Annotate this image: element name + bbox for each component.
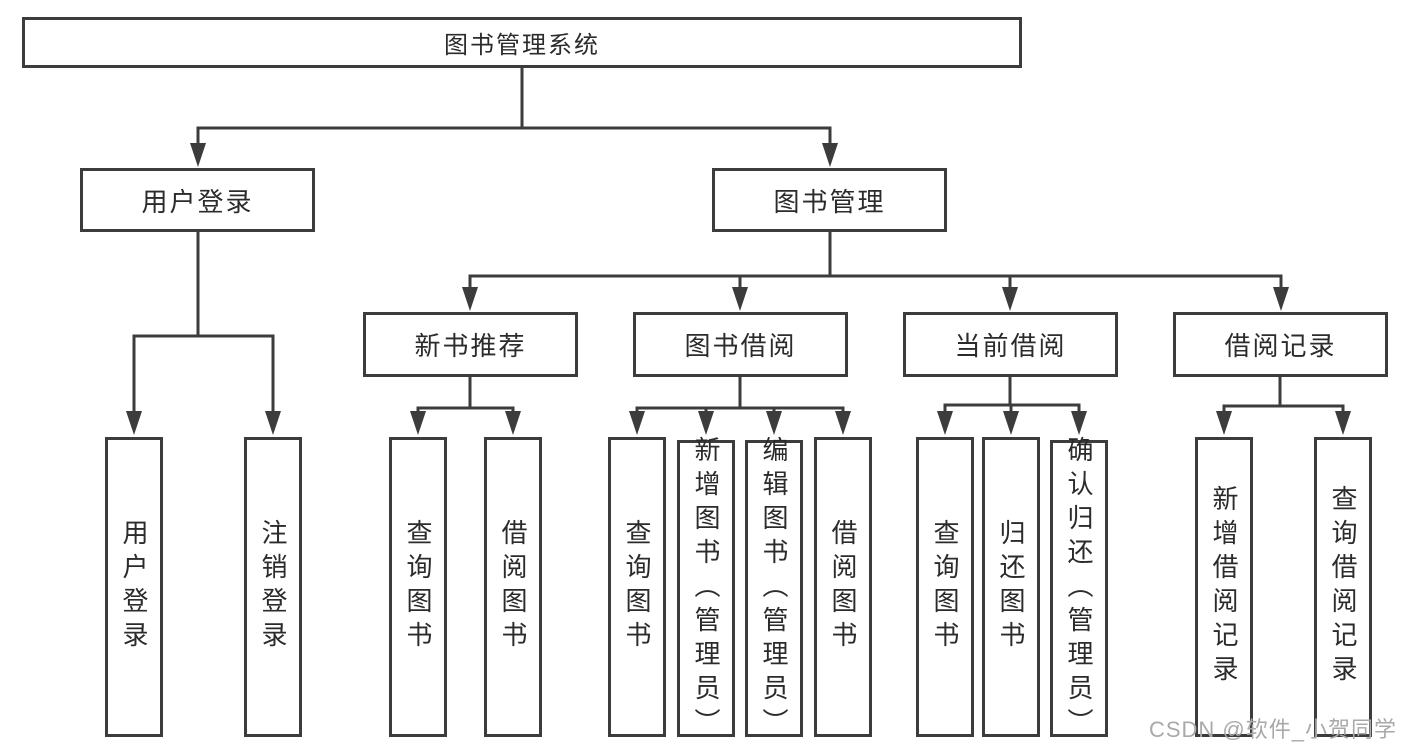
node-label: 图书借阅 (684, 331, 797, 361)
node-label: 借阅图书 (828, 519, 858, 655)
node-label: 新书推荐 (414, 331, 527, 361)
node-label: 归还图书 (996, 519, 1026, 655)
leaf-query-books: 查询图书 (389, 437, 447, 737)
leaf-borrow-books: 借阅图书 (814, 437, 872, 737)
node-label: 用户登录 (141, 186, 254, 217)
leaf-return-books: 归还图书 (982, 437, 1040, 737)
csdn-watermark: CSDN @软件_小贺同学 (1148, 717, 1397, 742)
leaf-query-books: 查询图书 (916, 437, 974, 737)
node-library-management-system: 图书管理系统 (22, 17, 1022, 68)
node-label: 图书管理系统 (444, 32, 600, 59)
leaf-edit-book-admin: 编辑图书（管理员） (745, 436, 803, 742)
node-book-borrowing: 图书借阅 (633, 312, 848, 377)
leaf-confirm-return-admin: 确认归还（管理员） (1050, 436, 1108, 742)
leaf-add-book-admin: 新增图书（管理员） (677, 436, 735, 742)
node-label: 借阅图书 (498, 519, 528, 655)
node-borrowing-records: 借阅记录 (1173, 312, 1388, 377)
node-label: 查询借阅记录 (1328, 485, 1358, 689)
node-label: 查询图书 (930, 519, 960, 655)
node-book-management: 图书管理 (712, 168, 947, 232)
node-current-borrowing: 当前借阅 (903, 312, 1118, 377)
leaf-user-login: 用户登录 (105, 437, 163, 737)
leaf-query-books: 查询图书 (608, 437, 666, 737)
node-label: 确认归还（管理员） (1064, 435, 1094, 742)
arrowheads (126, 143, 1351, 435)
leaf-logout: 注销登录 (244, 437, 302, 737)
node-user-login: 用户登录 (80, 168, 315, 232)
leaf-query-borrow-record: 查询借阅记录 (1314, 437, 1372, 737)
node-label: 查询图书 (403, 519, 433, 655)
node-label: 用户登录 (119, 519, 149, 655)
leaf-add-borrow-record: 新增借阅记录 (1195, 437, 1253, 737)
node-label: 新增图书（管理员） (691, 435, 721, 742)
node-label: 图书管理 (773, 186, 886, 217)
node-label: 当前借阅 (954, 331, 1067, 361)
node-label: 注销登录 (258, 519, 288, 655)
node-label: 编辑图书（管理员） (759, 435, 789, 742)
node-label: 新增借阅记录 (1209, 485, 1239, 689)
node-label: 查询图书 (622, 519, 652, 655)
node-label: 借阅记录 (1224, 331, 1337, 361)
leaf-borrow-books: 借阅图书 (484, 437, 542, 737)
node-new-book-recommend: 新书推荐 (363, 312, 578, 377)
